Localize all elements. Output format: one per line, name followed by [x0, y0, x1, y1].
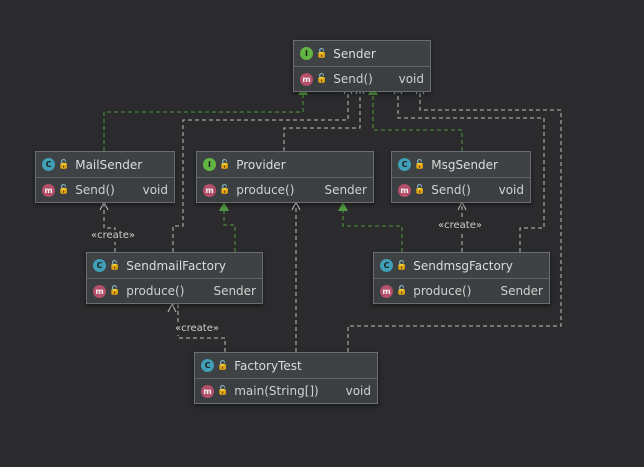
edge-factorytest-creates-sendmailfactory — [172, 303, 226, 352]
node-header: C 🔓 FactoryTest — [195, 353, 377, 379]
edge-sendmailfactory-implements-provider — [223, 205, 236, 252]
return-type: void — [142, 183, 168, 197]
lock-icon: 🔓 — [316, 48, 328, 59]
triangle-sendmsgfactory-provider — [338, 202, 348, 211]
class-icon: C — [398, 158, 411, 171]
node-title: Sender — [333, 46, 376, 61]
triangle-sendmailfactory-provider — [219, 202, 229, 211]
method-name: Send() — [431, 183, 471, 197]
interface-icon: I — [300, 47, 313, 60]
create-label-sendmailfactory: «create» — [174, 323, 220, 335]
class-icon: C — [42, 158, 55, 171]
return-type: void — [345, 384, 371, 398]
return-type: Sender — [213, 284, 256, 298]
method-row[interactable]: m 🔓 produce() Sender — [374, 279, 549, 303]
return-type: Sender — [500, 284, 543, 298]
method-row[interactable]: m 🔓 main(String[]) void — [195, 379, 377, 403]
node-header: C 🔓 SendmsgFactory — [374, 253, 549, 279]
node-title: SendmailFactory — [126, 258, 226, 273]
edge-sendmsgfactory-uses-sender — [397, 86, 545, 252]
lock-icon: 🔓 — [58, 159, 70, 170]
node-header: C 🔓 MailSender — [36, 152, 174, 178]
node-title: MsgSender — [431, 157, 498, 172]
method-name: Send() — [333, 72, 373, 86]
edge-sendmailfactory-uses-sender — [172, 86, 349, 252]
node-header: I 🔓 Provider — [197, 152, 373, 178]
node-header: C 🔓 MsgSender — [392, 152, 530, 178]
lock-icon: 🔓 — [217, 386, 229, 396]
method-row[interactable]: m 🔓 Send() void — [392, 178, 530, 202]
class-node-msgsender[interactable]: C 🔓 MsgSender m 🔓 Send() void — [391, 151, 531, 203]
lock-icon: 🔓 — [217, 360, 229, 371]
create-label-mailsender: «create» — [90, 230, 136, 242]
node-header: C 🔓 SendmailFactory — [87, 253, 262, 279]
method-row[interactable]: m 🔓 produce() Sender — [197, 178, 373, 202]
class-icon: C — [93, 259, 106, 272]
method-icon: m — [380, 284, 393, 298]
lock-icon: 🔓 — [414, 159, 426, 170]
node-title: FactoryTest — [234, 358, 302, 373]
method-name: produce() — [126, 284, 185, 298]
method-name: produce() — [236, 183, 295, 197]
class-icon: C — [201, 359, 214, 372]
lock-icon: 🔓 — [109, 260, 121, 271]
node-header: I 🔓 Sender — [294, 41, 430, 67]
method-row[interactable]: m 🔓 Send() void — [294, 67, 430, 91]
edge-sendmsgfactory-implements-provider — [342, 205, 403, 252]
edge-factorytest-uses-sender — [347, 86, 562, 352]
edge-msgsender-implements-sender — [372, 90, 463, 151]
class-icon: C — [380, 259, 393, 272]
method-name: produce() — [413, 284, 472, 298]
method-icon: m — [42, 183, 55, 197]
edge-provider-uses-sender — [283, 86, 361, 151]
class-node-sender[interactable]: I 🔓 Sender m 🔓 Send() void — [293, 40, 431, 92]
lock-icon: 🔓 — [396, 260, 408, 271]
node-title: Provider — [236, 157, 286, 172]
method-icon: m — [398, 183, 411, 197]
lock-icon: 🔓 — [396, 286, 408, 296]
class-node-factorytest[interactable]: C 🔓 FactoryTest m 🔓 main(String[]) void — [194, 352, 378, 404]
lock-icon: 🔓 — [219, 185, 231, 195]
class-node-mailsender[interactable]: C 🔓 MailSender m 🔓 Send() void — [35, 151, 175, 203]
method-icon: m — [300, 72, 313, 86]
create-label-msgsender: «create» — [437, 220, 483, 232]
interface-icon: I — [203, 158, 216, 171]
lock-icon: 🔓 — [316, 74, 328, 84]
edge-mailsender-implements-sender — [103, 90, 304, 151]
method-name: main(String[]) — [234, 384, 319, 398]
class-node-sendmsgfactory[interactable]: C 🔓 SendmsgFactory m 🔓 produce() Sender — [373, 252, 550, 304]
method-icon: m — [203, 183, 216, 197]
edge-sendmailfactory-creates-mailsender — [103, 202, 116, 252]
method-icon: m — [201, 384, 214, 398]
class-node-provider[interactable]: I 🔓 Provider m 🔓 produce() Sender — [196, 151, 374, 203]
lock-icon: 🔓 — [414, 185, 426, 195]
node-title: MailSender — [75, 157, 143, 172]
method-name: Send() — [75, 183, 115, 197]
lock-icon: 🔓 — [219, 159, 231, 170]
node-title: SendmsgFactory — [413, 258, 513, 273]
class-node-sendmailfactory[interactable]: C 🔓 SendmailFactory m 🔓 produce() Sender — [86, 252, 263, 304]
method-row[interactable]: m 🔓 produce() Sender — [87, 279, 262, 303]
lock-icon: 🔓 — [58, 185, 70, 195]
arrowhead-create-sendmailfactory — [167, 302, 177, 313]
method-icon: m — [93, 284, 106, 298]
method-row[interactable]: m 🔓 Send() void — [36, 178, 174, 202]
return-type: void — [498, 183, 524, 197]
lock-icon: 🔓 — [109, 286, 121, 296]
return-type: void — [398, 72, 424, 86]
return-type: Sender — [324, 183, 367, 197]
